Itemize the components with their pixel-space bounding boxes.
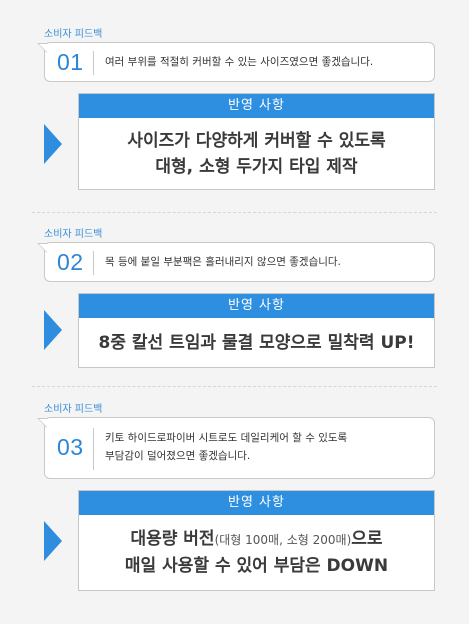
result-main: 대용량 버전 (130, 529, 215, 549)
result-header: 반영 사항 (79, 491, 434, 515)
result-box: 반영 사항 대용량 버전(대형 100매, 소형 200매)으로 매일 사용할 … (78, 490, 435, 591)
feedback-number: 03 (57, 434, 84, 460)
result-tail: 으로 (351, 529, 383, 549)
result-paren-detail: (대형 100매, 소형 200매) (214, 533, 352, 547)
section-divider (32, 212, 437, 213)
result-header: 반영 사항 (79, 94, 434, 118)
feedback-bubble: 02 목 등에 붙일 부분팩은 흘러내리지 않으면 좋겠습니다. (37, 242, 435, 282)
result-line: 매일 사용할 수 있어 부담은 DOWN (124, 556, 389, 576)
arrow-right-icon (44, 124, 62, 164)
result-line: 대용량 버전(대형 100매, 소형 200매)으로 (79, 526, 434, 553)
feedback-text: 여러 부위를 적절히 커버할 수 있는 사이즈였으면 좋겠습니다. (105, 56, 374, 68)
section-divider (32, 386, 437, 387)
result-box: 반영 사항 사이즈가 다양하게 커버할 수 있도록 대형, 소형 두가지 타입 … (78, 93, 435, 190)
result-body: 사이즈가 다양하게 커버할 수 있도록 대형, 소형 두가지 타입 제작 (79, 118, 434, 180)
feedback-label: 소비자 피드백 (44, 404, 103, 415)
feedback-label: 소비자 피드백 (44, 229, 103, 240)
result-line: 사이즈가 다양하게 커버할 수 있도록 (127, 131, 386, 151)
result-header: 반영 사항 (79, 294, 434, 318)
result-line: 대형, 소형 두가지 타입 제작 (155, 157, 358, 177)
feedback-label: 소비자 피드백 (44, 29, 103, 40)
feedback-number: 01 (57, 49, 84, 75)
feedback-line: 키토 하이드로파이버 시트로도 데일리케어 할 수 있도록 (105, 432, 348, 444)
result-body: 대용량 버전(대형 100매, 소형 200매)으로 매일 사용할 수 있어 부… (79, 515, 434, 579)
result-line: 8중 칼선 트임과 물결 모양으로 밀착력 UP! (98, 333, 415, 353)
feedback-bubble: 01 여러 부위를 적절히 커버할 수 있는 사이즈였으면 좋겠습니다. (37, 42, 435, 82)
divider-bar (93, 428, 94, 470)
feedback-bubble: 03 키토 하이드로파이버 시트로도 데일리케어 할 수 있도록 부담감이 덜어… (37, 417, 435, 479)
result-box: 반영 사항 8중 칼선 트임과 물결 모양으로 밀착력 UP! (78, 293, 435, 368)
feedback-text: 목 등에 붙일 부분팩은 흘러내리지 않으면 좋겠습니다. (105, 256, 341, 268)
feedback-number: 02 (57, 249, 84, 275)
arrow-right-icon (44, 521, 62, 561)
divider-bar (93, 251, 94, 275)
feedback-line: 부담감이 덜어졌으면 좋겠습니다. (105, 450, 251, 462)
result-body: 8중 칼선 트임과 물결 모양으로 밀착력 UP! (79, 318, 434, 356)
divider-bar (93, 51, 94, 75)
feedback-text: 키토 하이드로파이버 시트로도 데일리케어 할 수 있도록 부담감이 덜어졌으면… (105, 429, 424, 465)
arrow-right-icon (44, 310, 62, 350)
